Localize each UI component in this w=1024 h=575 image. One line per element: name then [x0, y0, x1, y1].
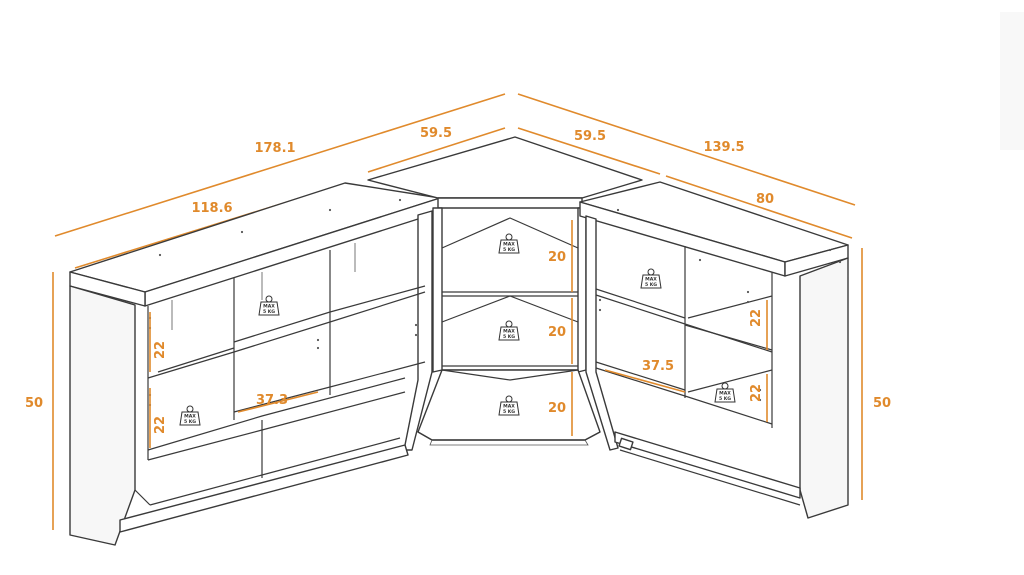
- svg-text:5 KG: 5 KG: [503, 334, 515, 340]
- corner-top-edge: [437, 197, 583, 209]
- label-left-lower-gap: 22: [153, 416, 168, 434]
- svg-text:5 KG: 5 KG: [645, 282, 657, 288]
- right-cabinet: [579, 181, 849, 519]
- dim-line-corner-right: [517, 127, 661, 175]
- svg-text:MAX: MAX: [503, 329, 515, 335]
- power-outlet-icon: [618, 437, 634, 451]
- label-total-right: 139.5: [703, 140, 744, 155]
- svg-text:MAX: MAX: [184, 414, 196, 420]
- label-right-upper-gap: 22: [749, 309, 764, 327]
- right-side-panel: [799, 257, 849, 519]
- svg-text:5 KG: 5 KG: [263, 309, 275, 315]
- svg-text:5 KG: 5 KG: [184, 419, 196, 425]
- svg-text:MAX: MAX: [719, 391, 731, 397]
- right-base: [614, 431, 801, 499]
- weight-icon: MAX 5 KG: [258, 295, 280, 316]
- weight-icon: MAX 5 KG: [640, 268, 662, 289]
- corner-cabinet: [367, 136, 643, 446]
- label-left-depth: 37.3: [256, 393, 288, 408]
- label-right-lower-gap: 22: [749, 384, 764, 402]
- corner-top-surface: [367, 136, 643, 199]
- label-corner-gap-2: 20: [548, 325, 566, 340]
- svg-text:5 KG: 5 KG: [503, 247, 515, 253]
- dim-line-total-right: [517, 93, 856, 206]
- dim-line-total-left: [54, 93, 506, 237]
- label-corner-gap-3: 20: [548, 401, 566, 416]
- right-end-panel: [585, 215, 619, 451]
- label-corner-gap-1: 20: [548, 250, 566, 265]
- label-corner-right: 59.5: [574, 129, 606, 144]
- label-height-left: 50: [25, 396, 43, 411]
- left-end-panel: [403, 210, 433, 451]
- weight-icon: MAX 5 KG: [714, 382, 736, 403]
- left-top-end: [69, 271, 146, 307]
- left-side-panel: [69, 285, 136, 546]
- weight-icon: MAX 5 KG: [179, 405, 201, 426]
- svg-text:MAX: MAX: [503, 404, 515, 410]
- label-total-left: 178.1: [254, 141, 295, 156]
- weight-icon: MAX 5 KG: [498, 233, 520, 254]
- edge-panel: [1000, 12, 1024, 150]
- weight-icon: MAX 5 KG: [498, 395, 520, 416]
- svg-text:MAX: MAX: [263, 304, 275, 310]
- svg-text:MAX: MAX: [503, 242, 515, 248]
- label-left-width: 118.6: [191, 201, 232, 216]
- label-left-upper-gap: 22: [153, 341, 168, 359]
- left-top-surface: [69, 182, 441, 293]
- label-right-width: 80: [756, 192, 774, 207]
- left-cabinet: [69, 182, 441, 546]
- label-height-right: 50: [873, 396, 891, 411]
- weight-icon: MAX 5 KG: [498, 320, 520, 341]
- shelf-markers: [149, 220, 768, 448]
- corner-right-post: [577, 207, 587, 373]
- dim-line-right-width: [665, 175, 853, 239]
- svg-text:MAX: MAX: [645, 277, 657, 283]
- left-base: [119, 444, 409, 533]
- label-right-depth: 37.5: [642, 359, 674, 374]
- label-corner-left: 59.5: [420, 126, 452, 141]
- svg-text:5 KG: 5 KG: [719, 396, 731, 402]
- svg-text:5 KG: 5 KG: [503, 409, 515, 415]
- corner-left-post: [432, 207, 443, 373]
- dim-line-corner-left: [367, 127, 506, 173]
